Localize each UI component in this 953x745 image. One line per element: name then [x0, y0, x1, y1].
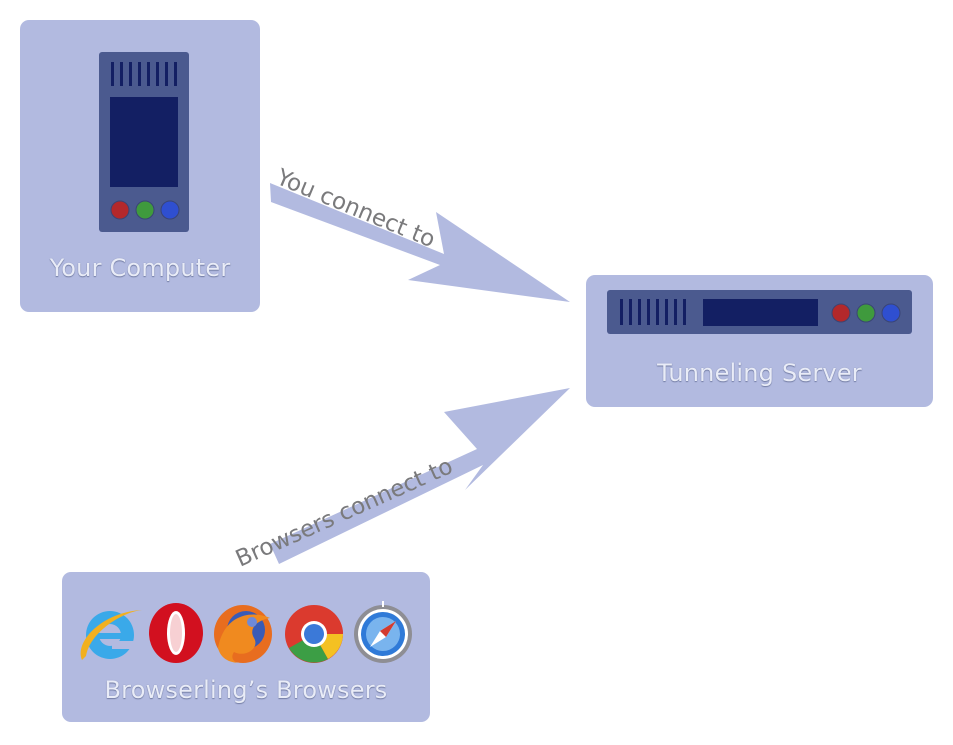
computer-tower-icon	[99, 52, 189, 232]
arrow-you-connect	[270, 183, 570, 302]
browser-icons-row	[80, 601, 412, 663]
your-computer-node: Your Computer	[20, 20, 260, 312]
browsers-label: Browserling’s Browsers	[104, 676, 388, 704]
tunneling-server-node: Tunneling Server	[586, 275, 933, 407]
tunneling-server-label: Tunneling Server	[657, 359, 862, 387]
internet-explorer-icon	[80, 610, 142, 660]
rack-server-icon	[607, 290, 912, 334]
arrow-browsers-connect	[270, 388, 570, 564]
your-computer-label: Your Computer	[49, 254, 231, 282]
opera-icon	[149, 603, 203, 663]
chrome-icon	[285, 605, 343, 663]
browsers-node: Browserling’s Browsers	[62, 572, 430, 722]
firefox-icon	[214, 605, 272, 663]
safari-icon	[354, 601, 412, 663]
label-browsers-connect: Browsers connect to	[232, 453, 457, 572]
